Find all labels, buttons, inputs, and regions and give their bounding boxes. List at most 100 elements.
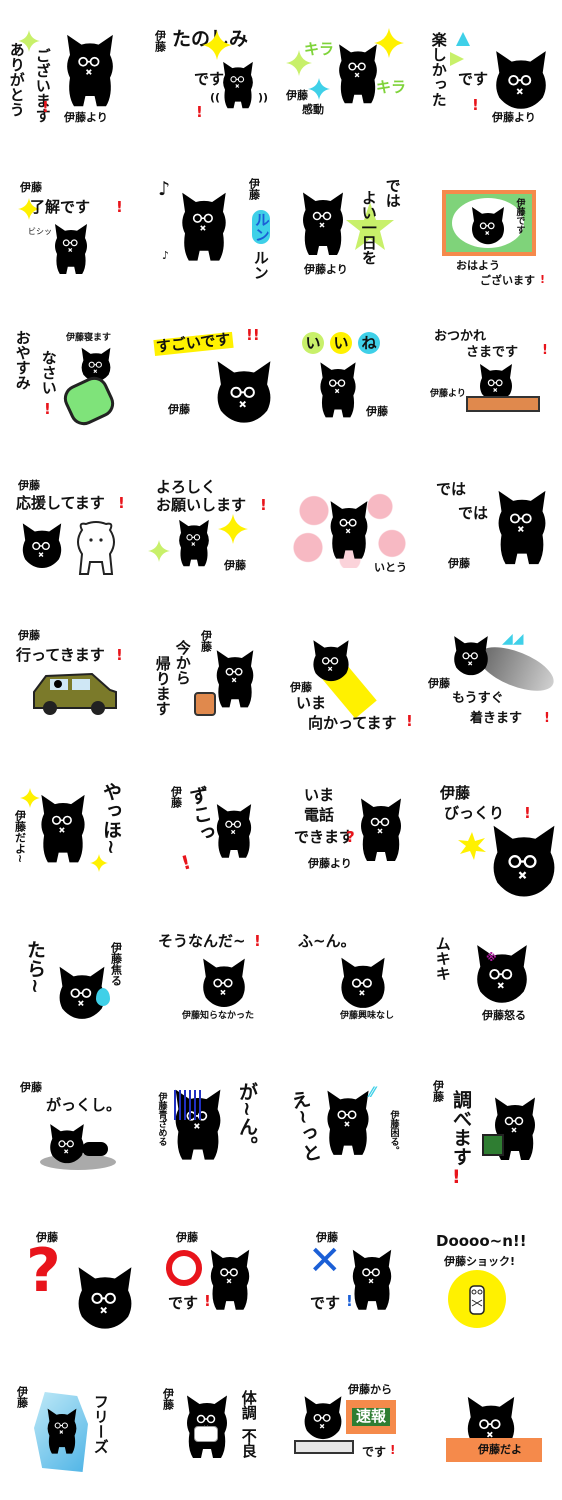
sticker-name: 伊藤: [15, 1386, 29, 1408]
sticker-name: 伊藤: [428, 677, 450, 690]
sticker-28[interactable]: ムキキ ※ 伊藤怒る: [420, 900, 560, 1050]
bear-icon: [77, 521, 115, 575]
cat-icon: [322, 1088, 374, 1160]
sticker-text: フリーズ: [91, 1394, 110, 1454]
sticker-name: 伊藤: [18, 629, 40, 642]
sticker-22[interactable]: 伊藤 ずこっ !: [140, 750, 280, 900]
sticker-exclaim: !: [116, 646, 123, 664]
sticker-7[interactable]: では よい一日を 伊藤より: [280, 150, 420, 300]
sticker-3[interactable]: キラ キラ 伊藤 感動: [280, 0, 420, 150]
car-icon: [33, 672, 117, 715]
sticker-text: ふ~ん。: [298, 932, 356, 950]
sticker-29[interactable]: 伊藤 がっくし。: [0, 1050, 140, 1200]
sticker-13[interactable]: 伊藤 応援してます !: [0, 450, 140, 600]
sticker-name: 伊藤: [199, 630, 213, 652]
cat-icon: [212, 648, 258, 712]
triangle-icon: [450, 52, 464, 66]
sticker-name: 伊藤: [247, 178, 261, 200]
sticker-text: が~ん。: [235, 1082, 258, 1155]
sticker-text: です: [194, 70, 225, 88]
sticker-text: では: [436, 480, 467, 498]
sticker-text: すごいです: [153, 330, 234, 356]
sticker-12[interactable]: おつかれ さまです ! 伊藤より: [420, 300, 560, 450]
anger-icon: ※: [486, 951, 497, 964]
sfx-text: ビシッ: [28, 227, 52, 236]
sticker-20[interactable]: ◢◢ 伊藤 もうすぐ 着きます !: [420, 600, 560, 750]
sticker-text: たのしみ: [172, 28, 249, 50]
sticker-19[interactable]: 伊藤 いま 向かってます !: [280, 600, 420, 750]
sticker-21[interactable]: 伊藤だよ~ やっほ~: [0, 750, 140, 900]
sticker-17[interactable]: 伊藤 行ってきます !: [0, 600, 140, 750]
sticker-37[interactable]: 伊藤 フリーズ: [0, 1350, 140, 1500]
cat-icon: [58, 32, 122, 112]
sticker-15[interactable]: いとう: [280, 450, 420, 600]
sticker-36[interactable]: Doooo~n!! 伊藤ショック!: [420, 1200, 560, 1350]
cat-icon: [470, 942, 534, 1004]
cat-icon: [210, 802, 258, 862]
cat-icon: [326, 496, 372, 566]
sticker-4[interactable]: 楽しかった です ! 伊藤より: [420, 0, 560, 150]
sticker-exclaim: !: [116, 198, 123, 216]
gloom-lines: [174, 1090, 202, 1120]
sticker-name: 伊藤: [366, 405, 388, 418]
sticker-38[interactable]: 伊藤 体調 不良: [140, 1350, 280, 1500]
sticker-text: 不良: [239, 1428, 258, 1458]
sticker-exclaim: !: [542, 343, 548, 358]
sticker-32[interactable]: 伊藤 調べます !: [420, 1050, 560, 1200]
sticker-24[interactable]: 伊藤 びっくり !: [420, 750, 560, 900]
sticker-40[interactable]: 伊藤だよ: [420, 1350, 560, 1500]
sticker-text: びっくり: [444, 804, 505, 822]
sticker-27[interactable]: ふ~ん。 伊藤興味なし: [280, 900, 420, 1050]
sticker-6[interactable]: ♪ ♪ 伊藤 ルン ルン: [140, 150, 280, 300]
sticker-name: 伊藤: [161, 1388, 175, 1410]
sticker-text: です: [362, 1445, 387, 1459]
cat-icon: [198, 954, 250, 1010]
sticker-text: お願いします: [156, 496, 247, 514]
sparkle-icon: [202, 30, 232, 60]
sticker-33[interactable]: 伊藤 ?: [0, 1200, 140, 1350]
sticker-text: がっくし。: [46, 1096, 122, 1114]
sticker-text: 速報: [351, 1408, 390, 1426]
triangle-icon: [456, 32, 470, 46]
sticker-16[interactable]: では では 伊藤: [420, 450, 560, 600]
sticker-text: できます: [294, 828, 355, 846]
sticker-name: 伊藤: [431, 1080, 445, 1102]
note-icon: ♪: [158, 178, 171, 200]
sticker-30[interactable]: 伊藤青ざめる が~ん。: [140, 1050, 280, 1200]
sticker-11[interactable]: い い ね 伊藤: [280, 300, 420, 450]
cat-body: [82, 1142, 108, 1156]
sticker-25[interactable]: たら~ 伊藤焦る: [0, 900, 140, 1050]
sticker-text: よい一日を: [359, 190, 378, 265]
cat-icon: [176, 190, 232, 266]
sticker-9[interactable]: 伊藤寝ます おやすみ なさい !: [0, 300, 140, 450]
sticker-text: いま: [304, 786, 335, 804]
sticker-10[interactable]: すごいです !! 伊藤: [140, 300, 280, 450]
sticker-name: 伊藤より: [308, 857, 352, 870]
sticker-text: キラ: [304, 40, 335, 58]
sweat-drop-icon: [96, 988, 110, 1006]
sticker-text: やっほ~: [99, 782, 122, 855]
sticker-23[interactable]: いま 電話 できます ? 伊藤より: [280, 750, 420, 900]
sticker-5[interactable]: 伊藤 了解です ! ビシッ: [0, 150, 140, 300]
sticker-18[interactable]: 伊藤 今から 帰ります: [140, 600, 280, 750]
cross-mark-icon: ✕: [308, 1238, 342, 1284]
cat-icon: [298, 190, 348, 260]
sticker-text: ございます: [33, 48, 52, 123]
sparkle-icon: [308, 78, 330, 100]
cat-icon: [488, 48, 554, 110]
sticker-name: 伊藤: [153, 30, 167, 52]
sticker-8[interactable]: 伊藤です おはよう ございます !: [420, 150, 560, 300]
sticker-26[interactable]: そうなんだ~ ! 伊藤知らなかった: [140, 900, 280, 1050]
sticker-35[interactable]: 伊藤 ✕ です !: [280, 1200, 420, 1350]
sweat-icon: ◢◢: [502, 631, 524, 647]
mask-icon: [194, 1426, 218, 1442]
sticker-text: ありがとう: [7, 42, 26, 117]
sticker-14[interactable]: よろしく お願いします ! 伊藤: [140, 450, 280, 600]
sticker-34[interactable]: 伊藤 です !: [140, 1200, 280, 1350]
sticker-39[interactable]: 伊藤から 速報 です !: [280, 1350, 420, 1500]
sticker-1[interactable]: ありがとう ございます ! 伊藤より: [0, 0, 140, 150]
sticker-2[interactable]: 伊藤 たのしみ です ! (( )): [140, 0, 280, 150]
sticker-31[interactable]: え~っと ⁄⁄ 伊藤困る。: [280, 1050, 420, 1200]
cat-icon: [44, 1122, 90, 1164]
